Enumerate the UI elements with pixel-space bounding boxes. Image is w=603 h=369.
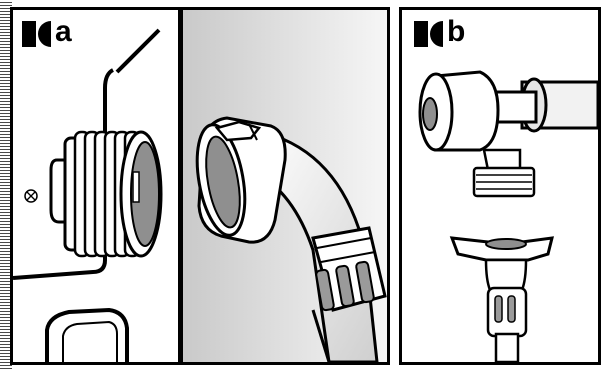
- label-marker-icon: [22, 21, 36, 47]
- machine-edge: [178, 10, 183, 362]
- label-marker-cap-icon: [38, 21, 51, 47]
- screw-icon: [25, 190, 37, 202]
- panel-a-drawing: [13, 10, 387, 362]
- panel-b-label: b: [414, 19, 465, 49]
- panel-a: a: [10, 7, 390, 365]
- panel-b: b: [399, 7, 601, 365]
- panel-a-label: a: [22, 19, 72, 49]
- hose-coupling-icon: [452, 238, 552, 362]
- water-inlet-valve-icon: [51, 132, 161, 256]
- water-tap-icon: [420, 72, 598, 196]
- panel-b-drawing: [402, 10, 598, 362]
- label-marker-icon: [414, 21, 428, 47]
- label-marker-cap-icon: [430, 21, 443, 47]
